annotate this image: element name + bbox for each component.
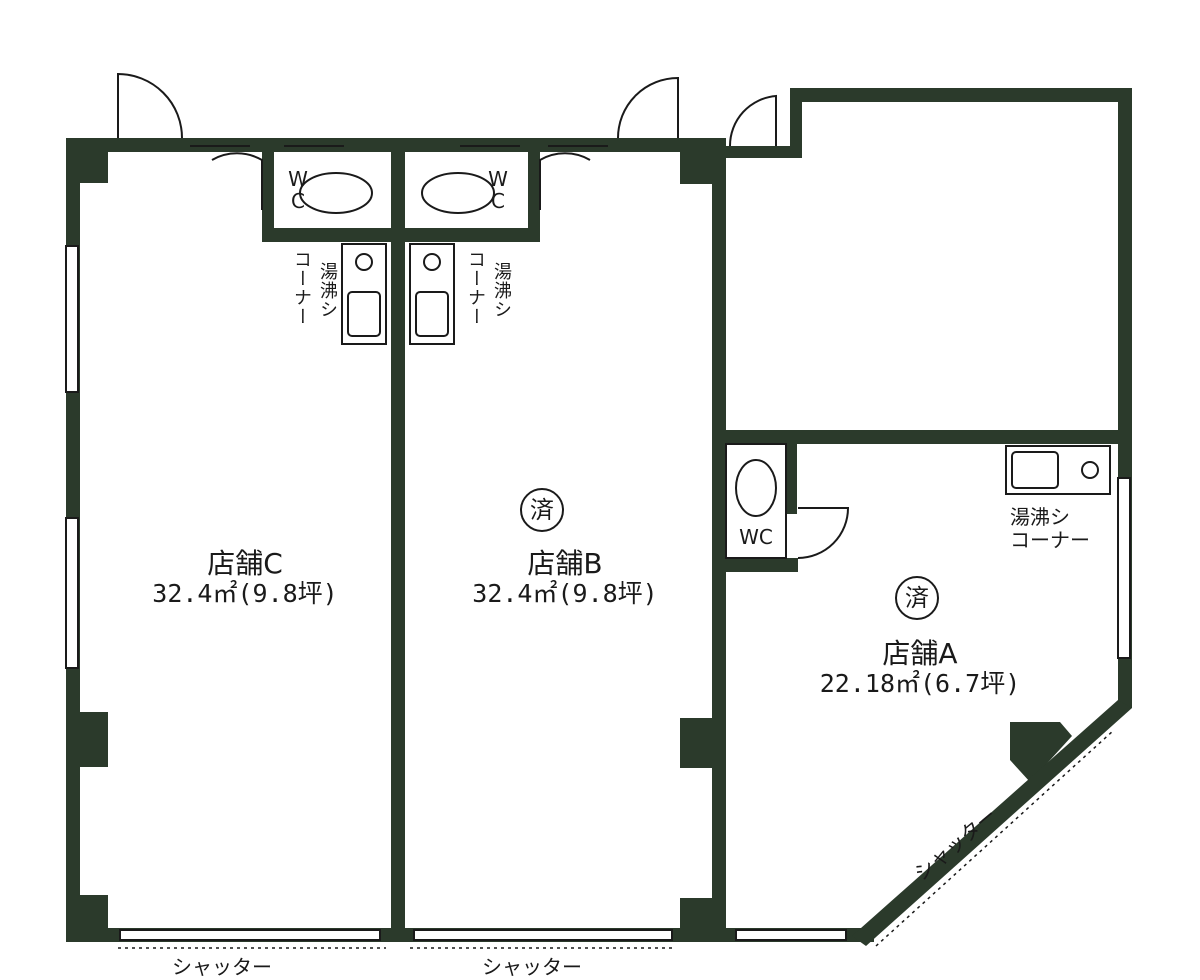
unit-a-wc-right-wall (785, 444, 797, 514)
unit-c-label: 店舗C 32.4㎡(9.8坪) (100, 547, 390, 609)
unit-a-area: 22.18㎡(6.7坪) (819, 669, 1021, 699)
kitchenette-label-c-col2: コーナー (291, 250, 312, 326)
shutter-label-c: シャッター (172, 955, 272, 979)
kitchenette-label-a: 湯沸シ コーナー (1010, 506, 1090, 552)
door-wc-b (539, 152, 591, 210)
corner-top-b-a (680, 138, 726, 184)
unit-b-stamp: 済 (520, 488, 564, 532)
unit-a-stamp: 済 (895, 576, 939, 620)
door-b-top (617, 76, 679, 139)
kitchenette-a-sink (1011, 451, 1059, 489)
kitchenette-label-c-col1: 湯沸シ (317, 262, 338, 319)
window-bottom-c (119, 929, 381, 941)
back-room-top-wall (790, 88, 1132, 102)
back-room-right-wall (1118, 88, 1132, 448)
window-a-right (1117, 477, 1131, 659)
unit-b-name: 店舗B (527, 547, 603, 580)
unit-a-diagonal-wall (852, 700, 1132, 946)
kitchenette-label-b-col2: コーナー (465, 250, 486, 326)
wc-label-b-w: W (488, 167, 508, 191)
unit-b-area: 32.4㎡(9.8坪) (472, 579, 658, 609)
kitchenette-b-sink (415, 291, 449, 337)
kitchenette-label-b-col1: 湯沸シ (491, 262, 512, 319)
unit-a-wc-box (725, 443, 787, 559)
door-back-room (728, 94, 777, 147)
window-left-lower (65, 517, 79, 669)
unit-a-label: 店舗A 22.18㎡(6.7坪) (770, 637, 1070, 699)
wc-label-b-c: C (491, 189, 505, 213)
wc-block-bottom-wall (262, 228, 540, 242)
kitchenette-a-tap (1081, 461, 1099, 479)
back-room-bottom-wall (726, 430, 1132, 444)
toilet-c (299, 172, 373, 214)
shutter-line-a (875, 729, 1115, 947)
unit-b-label: 店舗B 32.4㎡(9.8坪) (420, 547, 710, 609)
fixtures (65, 72, 1131, 941)
pilaster-b-a (680, 718, 726, 768)
unit-c-name: 店舗C (207, 547, 283, 580)
shutter-label-b: シャッター (482, 955, 582, 979)
window-left-upper (65, 245, 79, 393)
toilet-a (735, 459, 777, 517)
unit-c-area: 32.4㎡(9.8坪) (152, 579, 338, 609)
back-room-step-horizontal (726, 146, 802, 158)
kitchenette-b-tap (423, 253, 441, 271)
wc-label-a: WC (739, 525, 773, 549)
door-c-top (117, 72, 183, 139)
kitchenette-c-sink (347, 291, 381, 337)
partition-c-b (391, 152, 405, 940)
wc-label-b: W C (486, 168, 510, 212)
wc-b-right-wall (528, 152, 540, 242)
kitchenette-c-tap (355, 253, 373, 271)
kitchenette-label-a-line1: 湯沸シ (1010, 505, 1070, 529)
door-wc-a (797, 507, 850, 559)
unit-a-corner-column (1010, 722, 1072, 782)
unit-a-wc-bottom-wall (726, 558, 798, 572)
wc-label-c: W C (286, 168, 310, 212)
shutter-lines (118, 729, 1115, 949)
wc-label-c-w: W (288, 167, 308, 191)
top-wall (66, 138, 726, 152)
unit-a-name: 店舗A (882, 637, 958, 670)
window-bottom-b (413, 929, 673, 941)
left-wall-pilaster (66, 712, 108, 767)
wc-c-left-wall (262, 152, 274, 242)
door-wc-c (211, 152, 263, 210)
kitchenette-label-a-line2: コーナー (1010, 528, 1090, 552)
window-bottom-a (735, 929, 847, 941)
partition-b-a (712, 138, 726, 940)
wc-label-c-c: C (291, 189, 305, 213)
back-room-step-vertical (790, 88, 802, 158)
toilet-b (421, 172, 495, 214)
